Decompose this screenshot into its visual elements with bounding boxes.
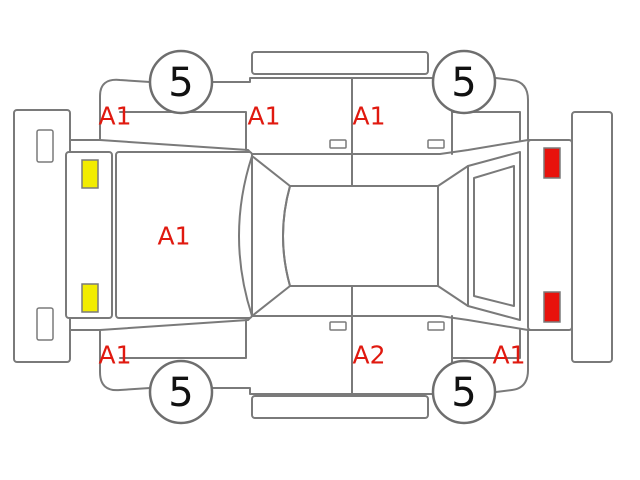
front-bumper xyxy=(13,109,71,363)
left-side-step xyxy=(251,51,429,75)
code-right-rear-quarter: A1 xyxy=(492,341,525,370)
tire-front-right: 5 xyxy=(148,359,214,425)
code-left-rear-door: A1 xyxy=(352,102,385,131)
code-right-rear-door: A2 xyxy=(352,341,385,370)
tire-rear-right-rating: 5 xyxy=(451,370,476,416)
code-right-front-fender: A1 xyxy=(98,341,131,370)
front-right-light xyxy=(81,283,99,313)
rear-lamp-panel xyxy=(527,139,573,331)
front-lamp-panel xyxy=(65,151,113,319)
tire-rear-left: 5 xyxy=(431,49,497,115)
tire-rear-left-rating: 5 xyxy=(451,60,476,106)
tire-rear-right: 5 xyxy=(431,359,497,425)
car-body-outline xyxy=(69,77,569,395)
code-left-front-door: A1 xyxy=(247,102,280,131)
rear-right-light xyxy=(543,291,561,323)
rear-left-light xyxy=(543,147,561,179)
damage-codes: A1 A1 A1 A1 A1 A2 A1 xyxy=(98,102,525,370)
hood xyxy=(115,151,253,319)
tire-front-right-rating: 5 xyxy=(168,370,193,416)
front-left-light xyxy=(81,159,99,189)
tire-front-left-rating: 5 xyxy=(168,60,193,106)
rear-bumper xyxy=(571,111,613,363)
code-left-front-fender: A1 xyxy=(98,102,131,131)
code-hood: A1 xyxy=(157,222,190,251)
cabin-top xyxy=(238,151,521,321)
tire-front-left: 5 xyxy=(148,49,214,115)
right-side-step xyxy=(251,395,429,419)
